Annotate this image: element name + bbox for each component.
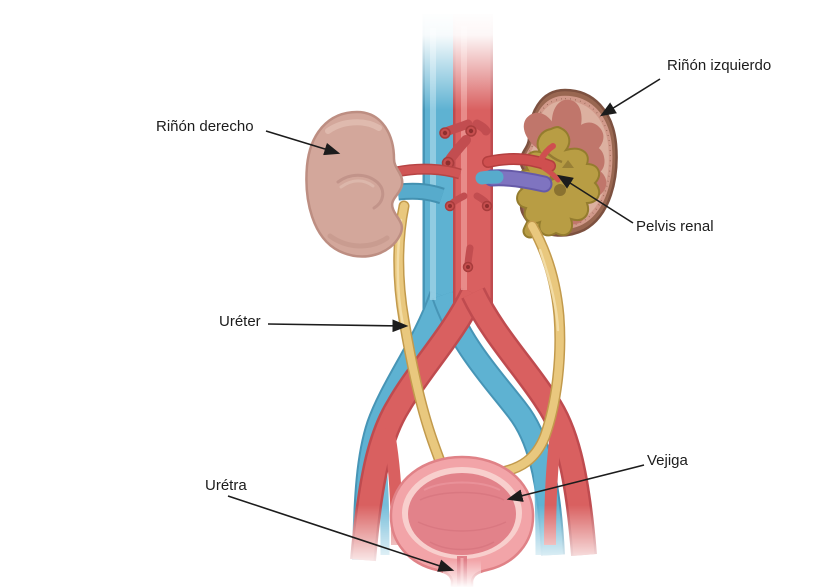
top-vessel-fade (404, 10, 514, 110)
arrow-bladder (506, 464, 645, 502)
arrow-right-kidney (265, 130, 341, 156)
label-ureter: Uréter (219, 313, 261, 330)
label-bladder: Vejiga (647, 452, 688, 469)
urethra-fade (443, 560, 481, 587)
label-right-kidney: Riñón derecho (156, 118, 254, 135)
right-kidney (305, 110, 404, 258)
label-urethra: Urétra (205, 477, 247, 494)
left-ureter (491, 220, 566, 479)
label-renal-pelvis: Pelvis renal (636, 218, 714, 235)
annotation-arrows (227, 78, 661, 572)
right-renal-vessels (394, 163, 462, 205)
arrow-ureter (267, 319, 409, 333)
arrow-left-kidney (599, 78, 661, 117)
label-left-kidney: Riñón izquierdo (667, 57, 772, 74)
arrow-renal-pelvis (556, 174, 634, 224)
arrow-urethra (227, 495, 455, 572)
left-renal-vessels (475, 143, 561, 193)
aorta-branch-stubs (439, 119, 493, 273)
bladder-shape (389, 455, 535, 587)
